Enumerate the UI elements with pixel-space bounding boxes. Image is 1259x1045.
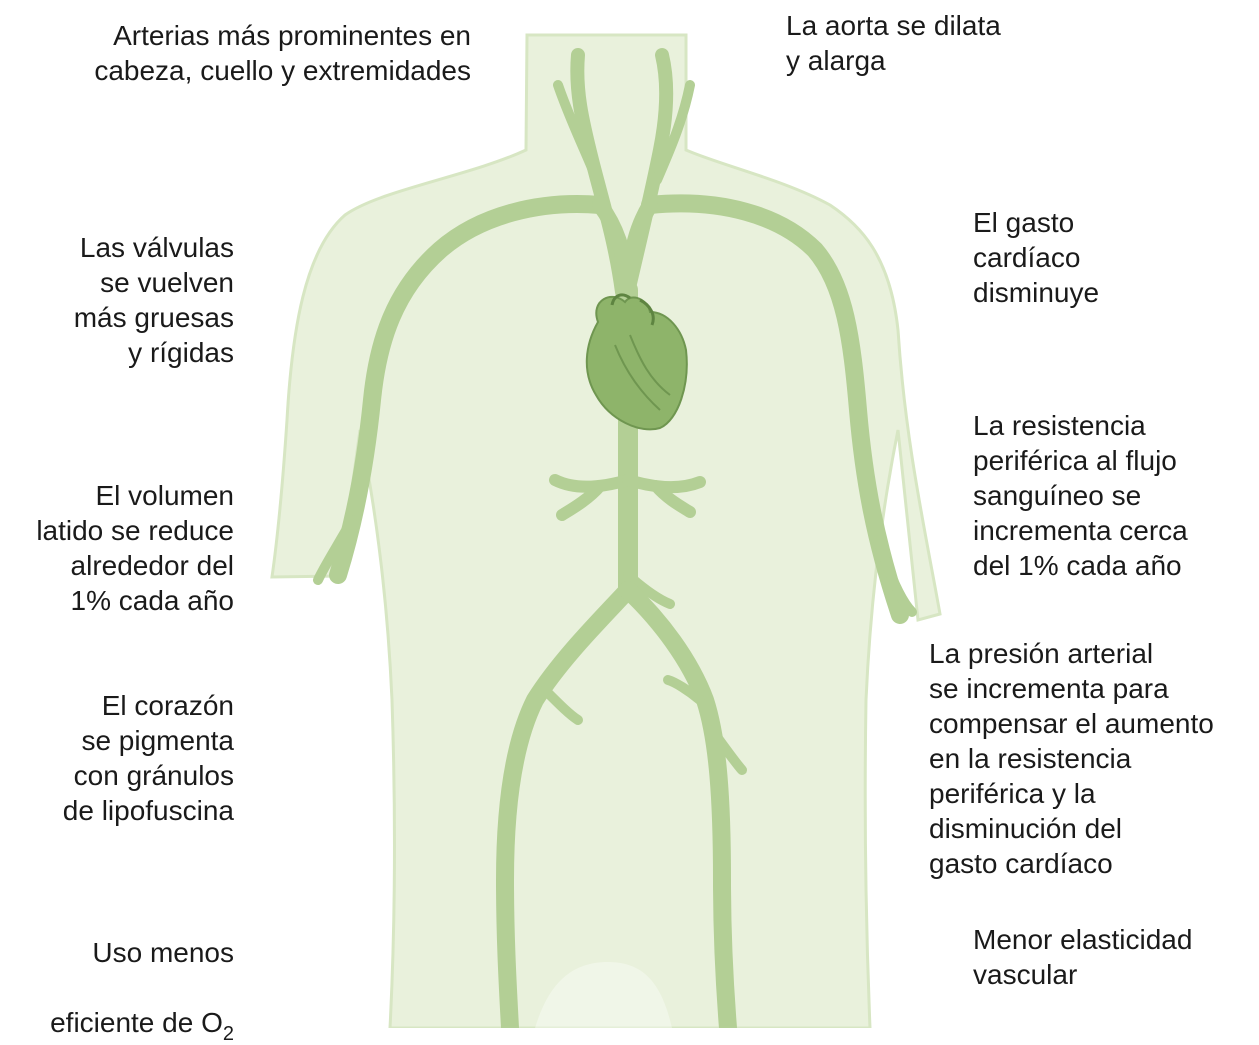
pelvis-notch	[535, 962, 672, 1028]
right-forearm-branch	[873, 535, 917, 617]
left-neck-branch	[553, 80, 602, 185]
label-peripheral-resistance: La resistencia periférica al flujo sangu…	[973, 410, 1188, 581]
label-oxygen-use: Uso menos eficiente de O2	[50, 900, 234, 1045]
oxygen-subscript: 2	[222, 1023, 234, 1045]
left-forearm-branch	[313, 515, 357, 585]
right-neck-branch	[652, 80, 695, 185]
label-stroke-volume: El volumen latido se reduce alrededor de…	[36, 480, 234, 616]
left-iliac-artery	[496, 581, 637, 1028]
torso-silhouette	[270, 33, 942, 1028]
label-blood-pressure: La presión arterial se incrementa para c…	[929, 638, 1214, 879]
right-arm-artery	[641, 194, 909, 624]
left-internal-iliac	[540, 685, 583, 725]
mesenteric-branch	[623, 570, 675, 609]
label-aorta-dilates: La aorta se dilata y alarga	[786, 10, 1001, 76]
label-cardiac-output: El gasto cardíaco disminuye	[973, 207, 1100, 308]
label-vascular-elasticity: Menor elasticidad vascular	[973, 924, 1193, 990]
right-pelvic-branch	[663, 675, 705, 705]
label-valves-thicken: Las válvulas se vuelven más gruesas y rí…	[73, 232, 234, 368]
label-prominent-arteries: Arterias más prominentes en cabeza, cuel…	[94, 20, 471, 86]
right-renal-branch	[622, 474, 706, 518]
left-arm-artery	[329, 195, 609, 584]
aortic-arch	[592, 197, 658, 298]
oxygen-line-1: Uso menos	[92, 937, 234, 968]
label-lipofuscin: El corazón se pigmenta con gránulos de l…	[62, 690, 234, 826]
oxygen-line-2: eficiente de O	[50, 1007, 223, 1038]
left-renal-branch	[549, 474, 634, 521]
right-internal-iliac	[707, 725, 747, 775]
right-iliac-artery	[619, 581, 737, 1028]
heart-icon	[585, 293, 688, 431]
